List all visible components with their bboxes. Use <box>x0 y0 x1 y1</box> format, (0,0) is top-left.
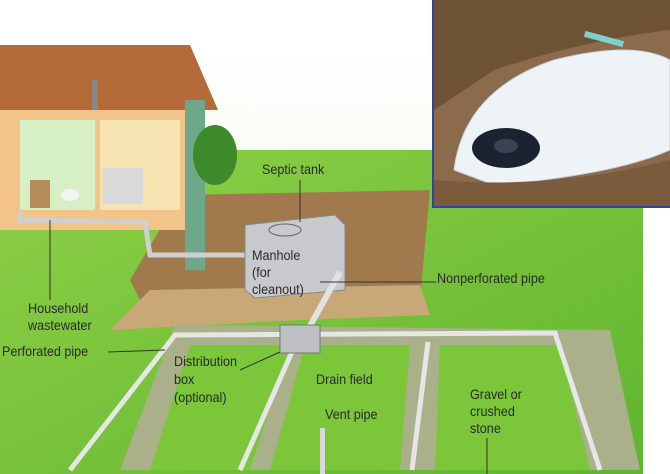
tub <box>103 168 143 204</box>
label-septic-tank: Septic tank <box>262 161 325 177</box>
label-household-1: Household <box>28 300 89 316</box>
label-vent-pipe: Vent pipe <box>325 406 378 422</box>
label-distribution-1: Distribution <box>174 353 238 369</box>
label-nonperforated-pipe: Nonperforated pipe <box>437 270 545 286</box>
label-distribution-3: (optional) <box>174 389 227 405</box>
leader-perforated <box>107 349 166 353</box>
label-manhole-2: (for <box>252 264 271 280</box>
perforated-pipe-outer <box>68 330 603 472</box>
distribution-box <box>279 324 321 354</box>
house-drain-pipe <box>17 212 245 258</box>
house-side <box>185 100 205 270</box>
manhole-cover <box>268 223 302 237</box>
perforated-pipe-3 <box>409 341 431 471</box>
label-gravel-1: Gravel or <box>470 386 522 402</box>
leader-distribution <box>239 351 281 371</box>
soil-floor <box>110 285 430 330</box>
shrub <box>193 125 237 185</box>
label-manhole-3: cleanout) <box>252 281 304 297</box>
label-distribution-2: box <box>174 371 195 387</box>
house-roof <box>0 45 218 110</box>
label-gravel-3: stone <box>470 420 501 436</box>
drain-field-section-2 <box>270 345 410 470</box>
washer <box>30 180 50 208</box>
label-household-2: wastewater <box>28 317 92 333</box>
drain-field-section-3 <box>435 345 590 470</box>
toilet <box>61 189 79 201</box>
vent-pipe <box>320 428 325 474</box>
septic-tank <box>244 214 346 299</box>
septic-tank-photo <box>432 0 670 208</box>
label-manhole-1: Manhole <box>252 247 301 263</box>
label-drain-field: Drain field <box>316 371 373 387</box>
label-gravel-2: crushed <box>470 403 515 419</box>
vent-stack <box>92 80 98 110</box>
perforated-pipe-2 <box>237 343 298 472</box>
label-perforated-pipe: Perforated pipe <box>2 343 89 359</box>
